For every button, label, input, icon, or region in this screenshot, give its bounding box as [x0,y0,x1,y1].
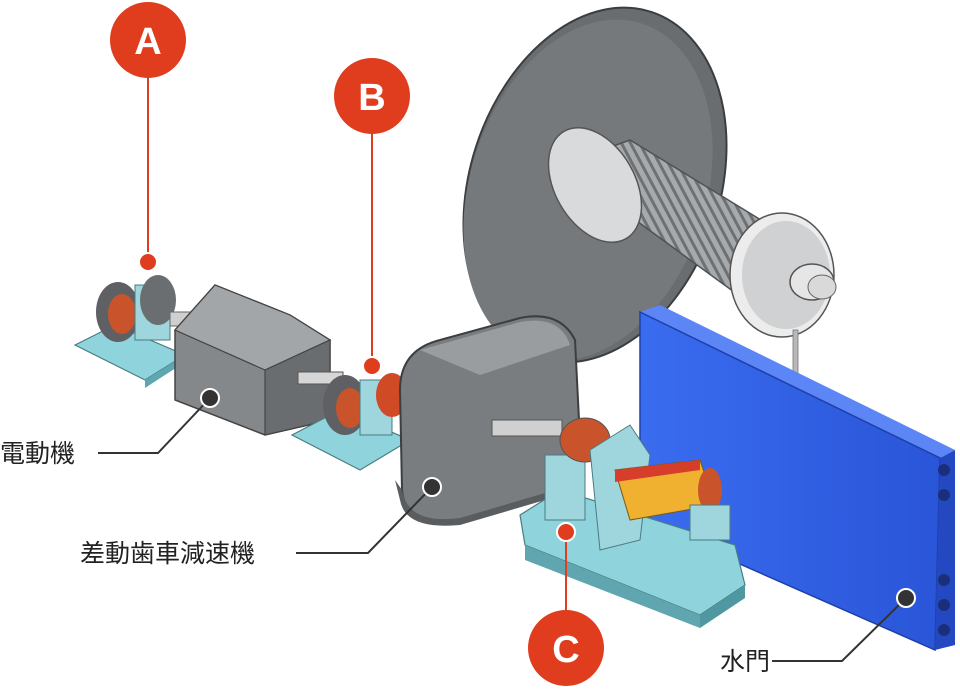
marker-dot-b [362,356,382,376]
leader-lines [98,72,907,662]
marker-dot-gate [896,588,916,608]
brake-unit-a [73,275,191,388]
marker-dot-motor [200,388,220,408]
wire-drum [547,126,837,338]
brake-unit-c [519,417,746,628]
label-motor: 電動機 [0,439,76,468]
motor [174,284,344,436]
marker-dot-c [556,522,576,542]
badge-b: B [334,58,410,134]
badge-b-text: B [358,77,385,119]
marker-dot-a [138,252,158,272]
label-gate: 水門 [720,647,771,676]
badge-c-text: C [552,629,579,671]
water-gate [639,305,955,652]
badge-a-text: A [134,21,161,63]
marker-dot-reducer [422,477,442,497]
badge-c: C [528,610,604,686]
label-reducer: 差動歯車減速機 [80,539,256,568]
badge-a: A [110,2,186,78]
